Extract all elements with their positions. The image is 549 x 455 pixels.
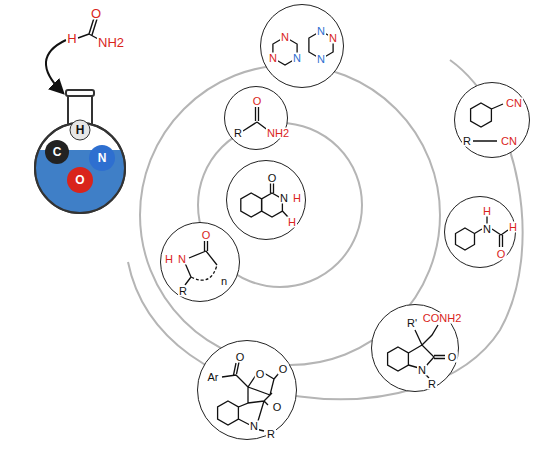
atom-label: O [201, 230, 212, 241]
bond-line [185, 241, 217, 285]
atom-label: N [292, 53, 302, 64]
formamide-label: H [66, 32, 77, 45]
bond-line [408, 325, 445, 378]
atom-label: CN [500, 136, 518, 147]
bond-line [222, 362, 279, 431]
molecule-circle: ArOOOONR [197, 340, 297, 440]
atom-label: N [279, 193, 289, 204]
atom-label: CONH2 [422, 313, 463, 324]
molecule-circle: HNOH [444, 196, 516, 268]
atom-label: n [220, 276, 228, 287]
atom-label: R [266, 429, 276, 440]
molecule-circle: O HN Rn [160, 222, 240, 302]
atom-label: N [482, 224, 492, 235]
atom-label: R [462, 136, 472, 147]
bond-line [473, 104, 503, 141]
structure [198, 341, 298, 441]
bond-line [241, 193, 262, 217]
atom-label: N [268, 53, 278, 64]
formamide-label: O [90, 7, 102, 20]
formamide-label: NH2 [97, 36, 125, 49]
atom-label: O [278, 364, 289, 375]
atom-label: O [267, 173, 278, 184]
atom-label: N [249, 421, 259, 432]
molecule-circle: ONHH [226, 160, 306, 240]
bond-line [191, 265, 217, 280]
atom-label: Ar [207, 372, 220, 383]
flask [30, 90, 130, 220]
atom-label: O [272, 402, 283, 413]
atom-label: O [447, 352, 458, 363]
atom-label: N [417, 365, 427, 376]
bond-line [471, 103, 492, 127]
atom-label: N [328, 33, 338, 44]
atom-label: O [496, 249, 507, 260]
bond-line [271, 183, 289, 217]
atom-label: N [280, 32, 290, 43]
atom-label: NH2 [266, 128, 290, 139]
atom-label: H [287, 217, 297, 228]
atom-sphere-label: H [75, 124, 86, 136]
molecule-circle: O R NH2 [224, 86, 288, 150]
atom-label: N [177, 254, 187, 265]
curved-arrow [46, 40, 66, 92]
atom-label: R [178, 286, 188, 297]
molecule-circle: R'CONH2ONR [371, 304, 459, 392]
atom-label: R' [406, 318, 418, 329]
atom-label: H [164, 254, 174, 265]
atom-label: N [316, 26, 326, 37]
atom-label: H [482, 206, 492, 217]
molecule-circle: CN R CN [454, 82, 530, 158]
structure [455, 83, 531, 159]
atom-label: N [316, 54, 326, 65]
atom-label: CN [505, 98, 523, 109]
atom-label: H [292, 193, 302, 204]
atom-label: O [235, 352, 246, 363]
bond-line [218, 401, 239, 425]
atom-label: H [508, 222, 518, 233]
bond-line [456, 228, 475, 250]
atom-label: R [233, 128, 243, 139]
atom-label: R [427, 379, 437, 390]
molecule-circle: NNNNNN [260, 4, 344, 88]
atom-label: O [252, 96, 263, 107]
atom-sphere-label: N [97, 152, 108, 164]
bond-line [475, 216, 509, 247]
atom-sphere-label: C [52, 146, 63, 158]
bond-line [388, 347, 409, 371]
structure [261, 5, 345, 89]
atom-sphere-label: O [74, 174, 85, 186]
atom-label: O [255, 369, 266, 380]
